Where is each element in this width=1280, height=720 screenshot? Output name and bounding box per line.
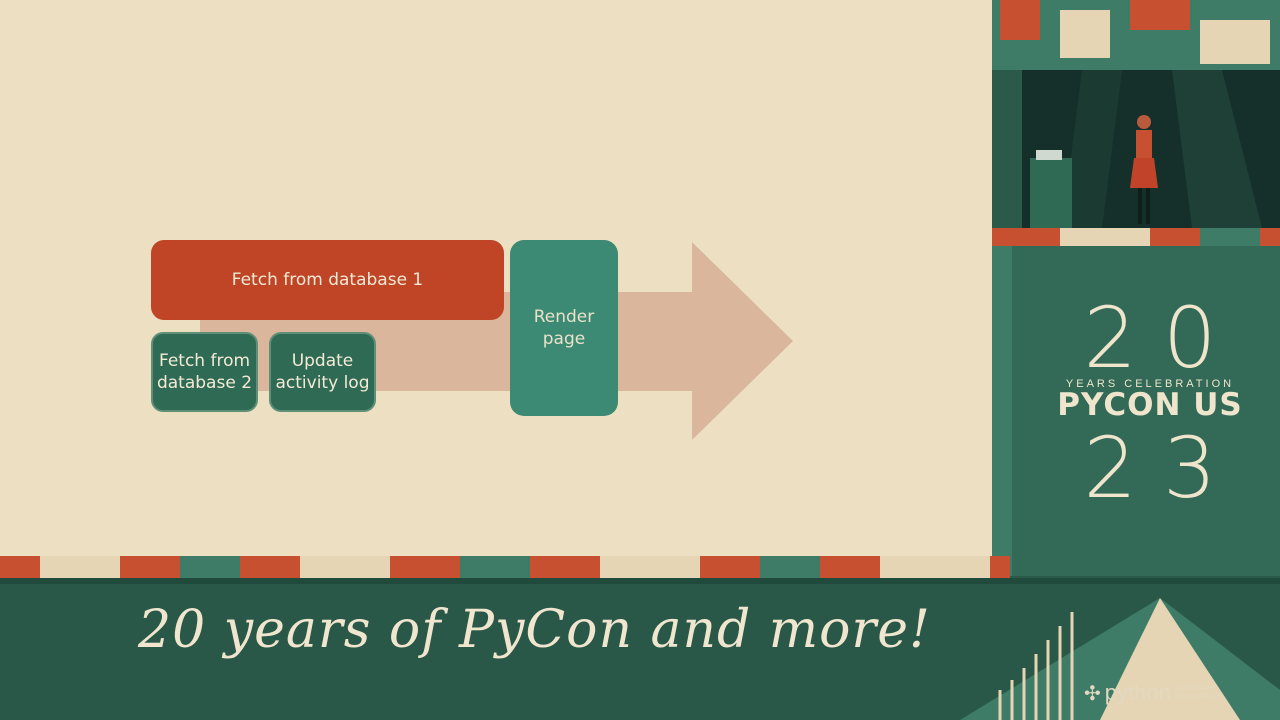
python-knot-icon: ✣ xyxy=(1084,682,1101,705)
speaker-video xyxy=(1022,70,1280,228)
python-wordmark: python xyxy=(1104,680,1171,705)
speaker-scene xyxy=(1022,70,1280,228)
fetch-database-2-label: Fetch from database 2 xyxy=(156,351,253,393)
year-top: 20 xyxy=(1083,289,1243,387)
render-page-box: Render page xyxy=(510,240,618,416)
pycon-us-wordmark: PYCON US xyxy=(1057,387,1243,423)
years-celebration-label: YEARS CELEBRATION xyxy=(1065,378,1235,390)
pycon-brand: 20 YEARS CELEBRATION PYCON US 23 xyxy=(1040,296,1260,510)
python-foundation-logo: ✣ python SOFTWARE FOUNDATION xyxy=(1084,680,1221,706)
fetch-database-1-box: Fetch from database 1 xyxy=(151,240,504,320)
year-bottom: 23 xyxy=(1083,419,1243,517)
python-foundation-subtitle: SOFTWARE FOUNDATION xyxy=(1174,685,1221,700)
event-tagline: 20 years of PyCon and more! xyxy=(138,600,931,660)
fetch-database-1-label: Fetch from database 1 xyxy=(231,270,424,290)
update-activity-log-label: Update activity log xyxy=(275,351,370,393)
render-page-label: Render page xyxy=(533,307,595,349)
fetch-database-2-box: Fetch from database 2 xyxy=(151,332,258,412)
presentation-slide: Fetch from database 1 Fetch from databas… xyxy=(0,0,992,556)
update-activity-log-box: Update activity log xyxy=(269,332,376,412)
